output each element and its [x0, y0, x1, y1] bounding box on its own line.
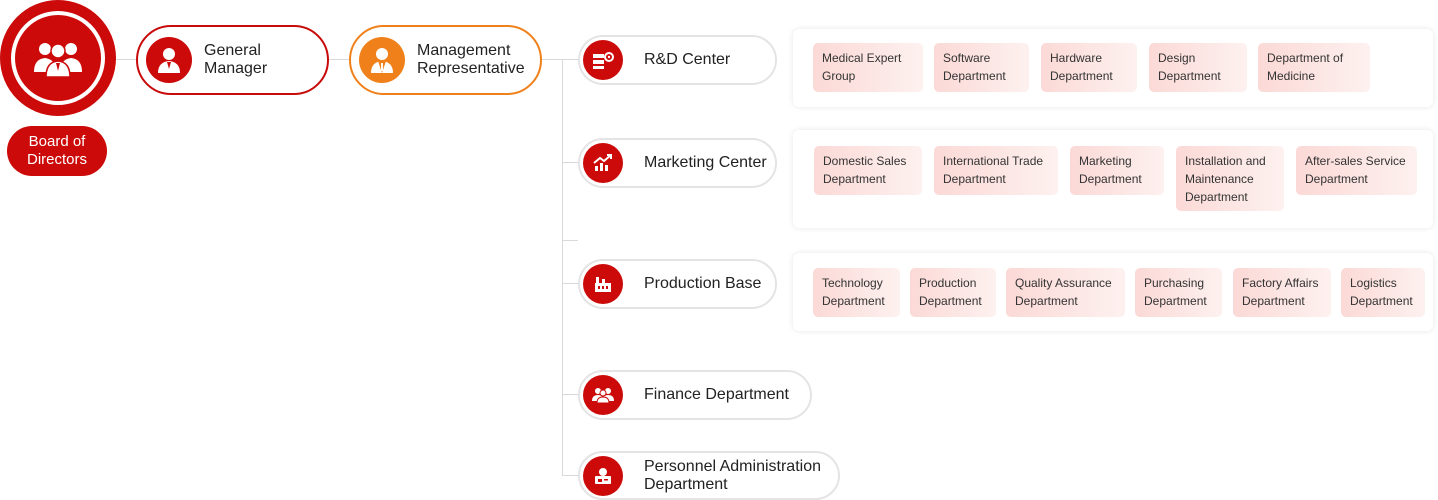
department-chip[interactable]: Production Department: [910, 268, 996, 317]
people-group-icon: [31, 38, 85, 78]
department-chip[interactable]: Technology Department: [813, 268, 900, 317]
department-chip[interactable]: Logistics Department: [1341, 268, 1425, 317]
rd-center-node[interactable]: R&D Center: [578, 35, 777, 85]
rd-center-label: R&D Center: [644, 51, 731, 68]
management-representative-label: Management Representative: [417, 42, 525, 77]
department-chip[interactable]: Design Department: [1149, 43, 1247, 92]
connector-trunk-vertical: [562, 59, 563, 475]
connector-branch-production: [562, 283, 578, 284]
connector-branch-finance: [562, 394, 578, 395]
department-chip[interactable]: Quality Assurance Department: [1006, 268, 1125, 317]
growth-chart-icon: [583, 143, 623, 183]
production-base-node[interactable]: Production Base: [578, 259, 777, 309]
team-icon: [583, 375, 623, 415]
management-representative-node[interactable]: Management Representative: [349, 25, 542, 95]
finance-department-label: Finance Department: [644, 386, 789, 403]
department-chip[interactable]: Software Department: [934, 43, 1029, 92]
finance-department-node[interactable]: Finance Department: [578, 370, 812, 420]
department-chip[interactable]: Factory Affairs Department: [1233, 268, 1331, 317]
production-base-label: Production Base: [644, 275, 762, 292]
connector-mr-trunk: [542, 59, 562, 60]
department-chip[interactable]: Medical Expert Group: [813, 43, 923, 92]
department-chip[interactable]: Hardware Department: [1041, 43, 1137, 92]
department-chip[interactable]: Purchasing Department: [1135, 268, 1222, 317]
department-chip[interactable]: Installation and Maintenance Department: [1176, 146, 1284, 211]
personnel-administration-label: Personnel Administration Department: [644, 457, 821, 493]
id-card-icon: [583, 455, 623, 496]
department-chip[interactable]: After-sales Service Department: [1296, 146, 1417, 195]
factory-icon: [583, 264, 623, 304]
connector-branch-marketing: [562, 162, 578, 163]
person-icon: [146, 37, 192, 83]
personnel-administration-node[interactable]: Personnel Administration Department: [578, 451, 840, 500]
server-gear-icon: [583, 40, 623, 80]
general-manager-label: General Manager: [204, 42, 268, 77]
general-manager-node[interactable]: General Manager: [136, 25, 329, 95]
connector-gm-mr: [329, 59, 349, 60]
department-chip[interactable]: International Trade Department: [934, 146, 1058, 195]
marketing-center-node[interactable]: Marketing Center: [578, 138, 777, 188]
connector-branch-mid: [562, 240, 578, 241]
department-chip[interactable]: Department of Medicine: [1258, 43, 1370, 92]
board-label: Board of Directors: [7, 126, 107, 176]
connector-board-gm: [116, 59, 136, 60]
department-chip[interactable]: Marketing Department: [1070, 146, 1164, 195]
board-node[interactable]: [0, 0, 116, 116]
board-inner-ring: [11, 11, 105, 105]
connector-branch-personnel: [562, 475, 578, 476]
connector-branch-rd: [562, 59, 578, 60]
department-chip[interactable]: Domestic Sales Department: [814, 146, 922, 195]
person-suit-icon: [359, 37, 405, 83]
marketing-center-label: Marketing Center: [644, 154, 767, 171]
